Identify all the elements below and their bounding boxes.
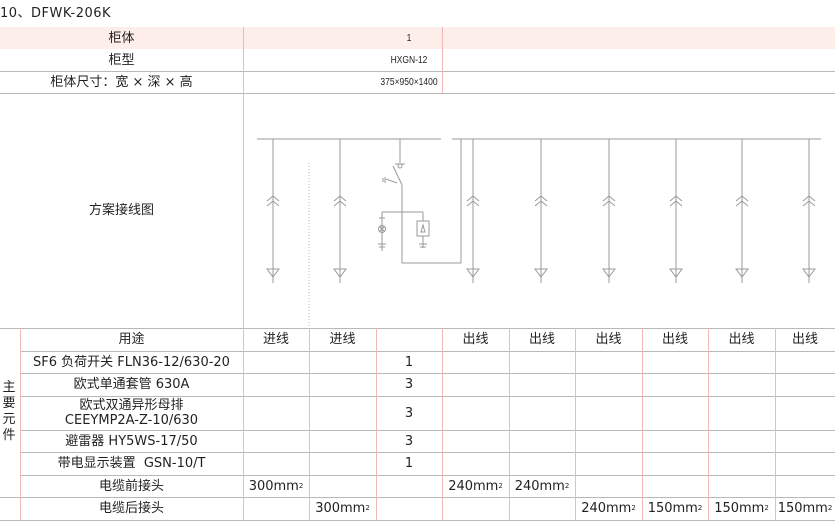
component-qty: 1 (404, 456, 414, 471)
cable-feeder-8 (802, 139, 816, 283)
wiring-diagram-label: 方案接线图 (88, 203, 154, 218)
cable-feeder-1 (266, 139, 280, 283)
col-header-6: 出线 (595, 332, 622, 347)
component-name: 欧式单通套管 630A (73, 377, 190, 392)
col-header-2: 进线 (329, 332, 356, 347)
load-switch-icon (378, 139, 462, 264)
component-name: SF6 负荷开关 FLN36-12/630-20 (33, 354, 230, 370)
col-header-7: 出线 (661, 332, 688, 347)
header-row-highlight (0, 27, 835, 49)
component-qty: 3 (404, 405, 414, 421)
wiring-diagram (257, 138, 821, 328)
cabinet-type-value: HXGN-12 (390, 54, 428, 66)
component-name: 欧式双通异形母排 CEEYMP2A-Z-10/630 (64, 398, 199, 428)
cabinet-size-label: 柜体尺寸：宽 × 深 × 高 (50, 74, 193, 90)
cable-feeder-5 (602, 139, 616, 283)
document-title: 10、DFWK-206K (0, 6, 112, 21)
col-header-1: 进线 (262, 332, 289, 347)
cable-feeder-4 (534, 139, 548, 283)
col-header-3 (376, 328, 442, 351)
usage-header: 用途 (118, 332, 145, 347)
component-name: 避雷器 HY5WS-17/50 (65, 433, 198, 449)
cabinet-type-label: 柜型 (108, 52, 135, 68)
cable-feeder-6 (669, 139, 683, 283)
component-qty: 3 (404, 433, 414, 449)
col-header-9: 出线 (791, 332, 818, 347)
cabinet-label: 柜体 (108, 30, 135, 46)
component-qty: 3 (404, 377, 414, 392)
col-header-5: 出线 (528, 332, 555, 347)
component-name: 带电显示装置 GSN-10/T (57, 456, 206, 471)
cabinet-value: 1 (406, 32, 412, 44)
cable-feeder-3 (466, 139, 480, 283)
cable-front-label: 电缆前接头 (98, 478, 164, 494)
cable-rear-label: 电缆后接头 (98, 501, 164, 516)
cable-feeder-2 (333, 139, 347, 283)
main-components-label: 主要元件 (2, 380, 16, 443)
cable-feeder-7 (735, 139, 749, 283)
component-qty: 1 (404, 354, 414, 370)
col-header-4: 出线 (462, 332, 489, 347)
cabinet-size-value: 375×950×1400 (380, 76, 438, 88)
col-header-8: 出线 (728, 332, 755, 347)
